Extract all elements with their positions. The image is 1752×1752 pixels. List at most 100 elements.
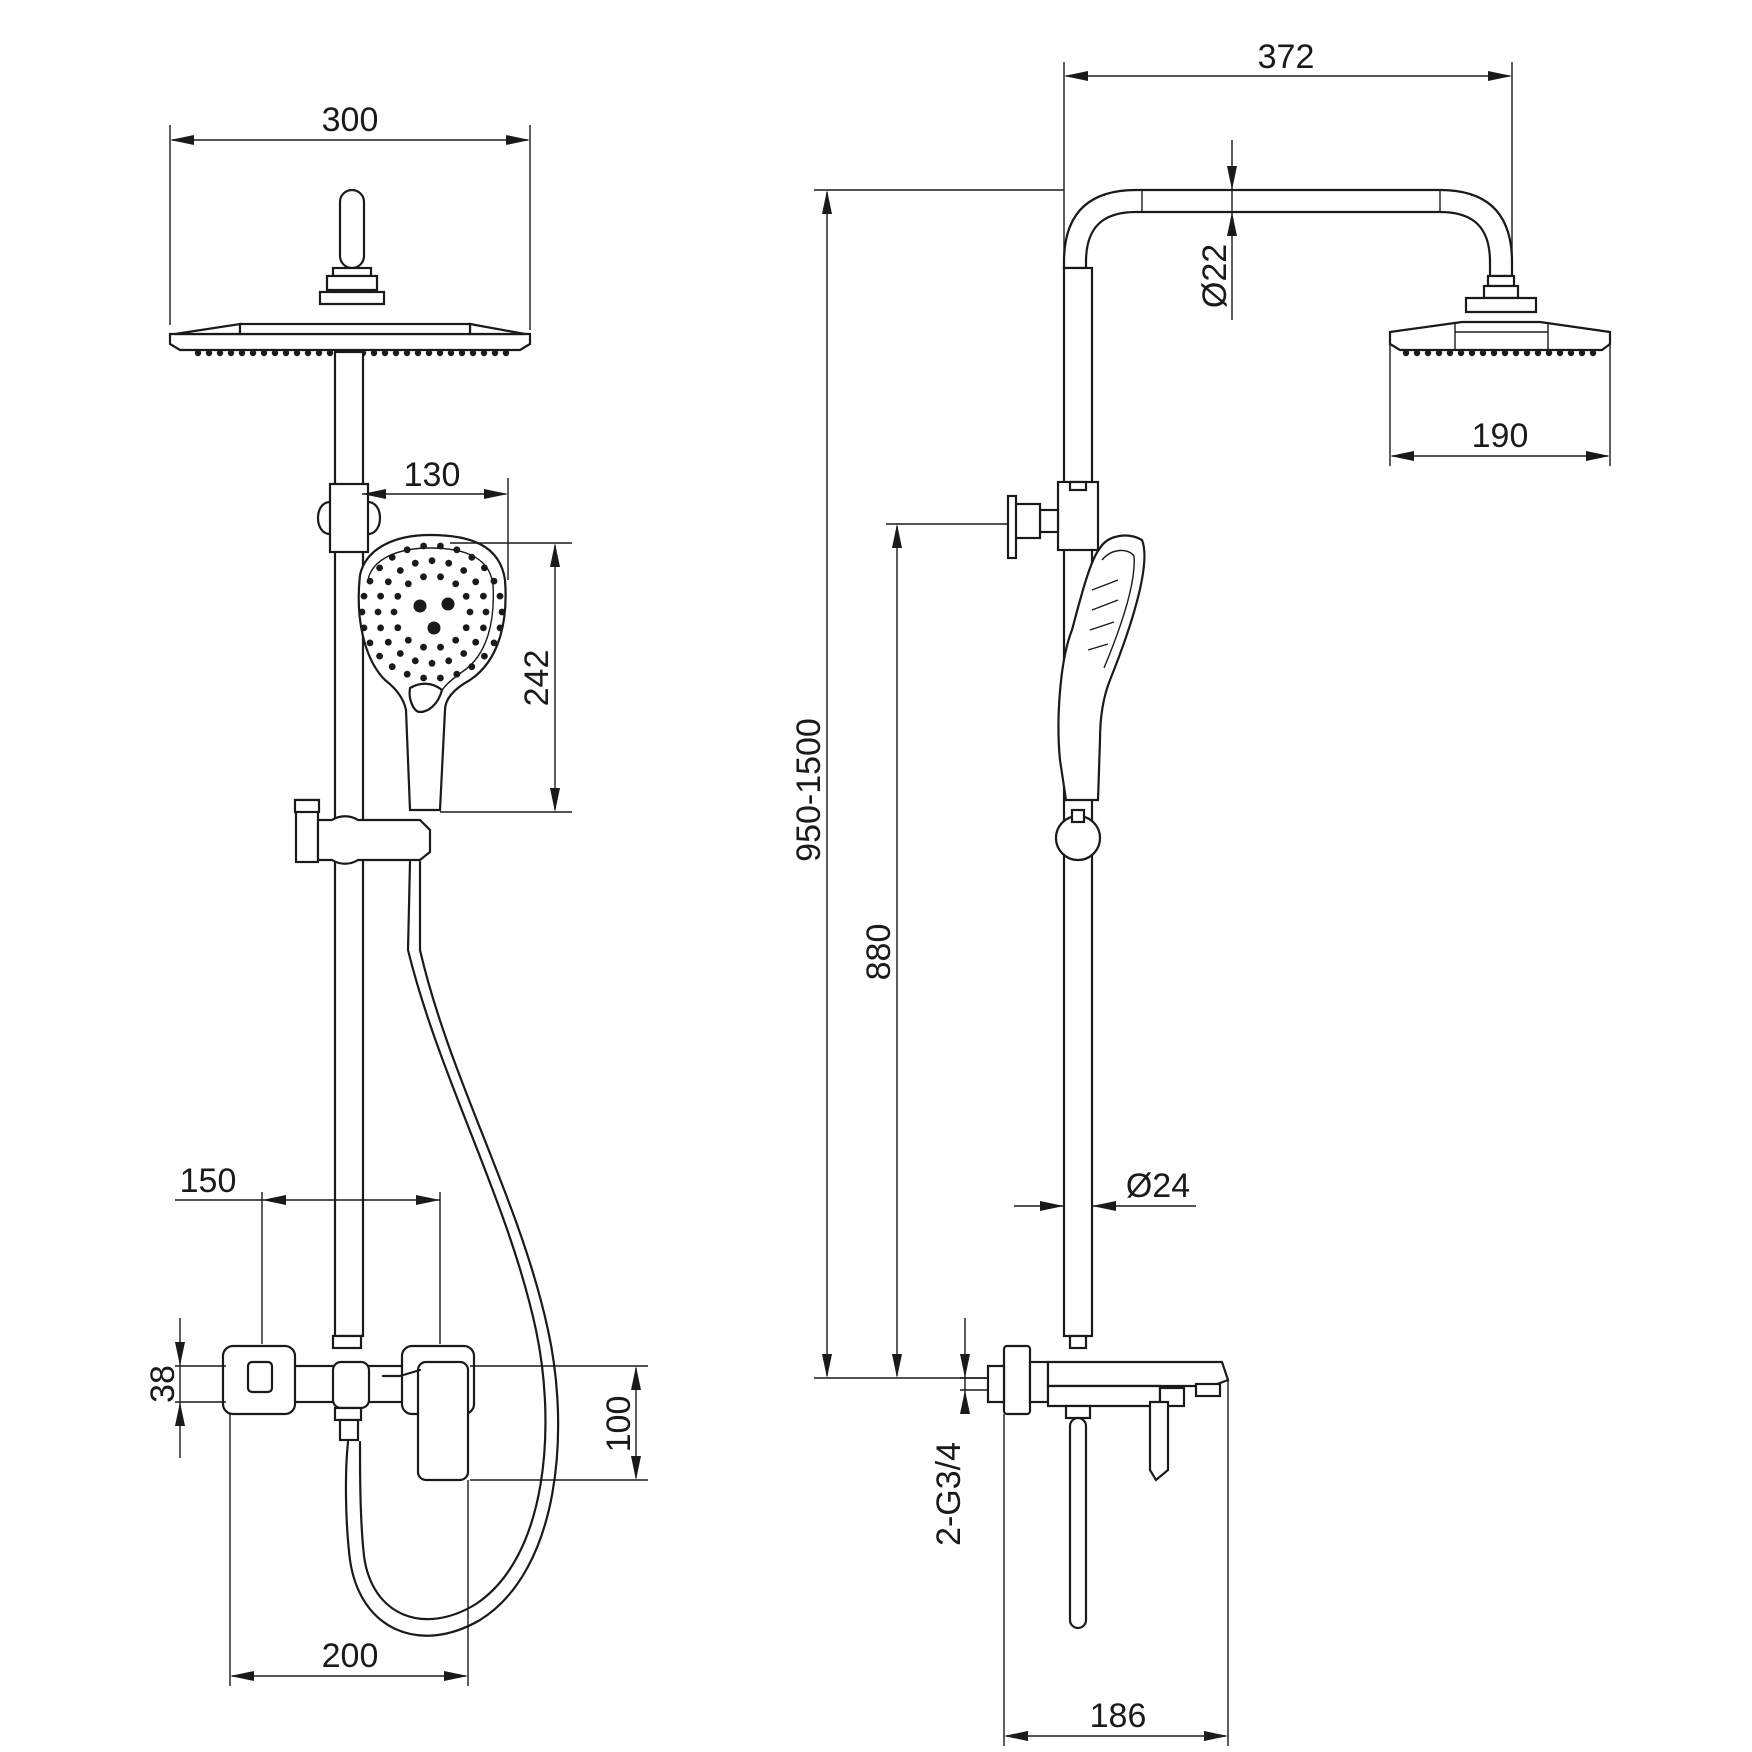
nozzle-dot	[1545, 349, 1553, 357]
dim-side-arm-reach: 372	[1258, 38, 1315, 76]
nozzle-dot	[1578, 349, 1586, 357]
nozzle-dot	[420, 542, 427, 550]
nozzle-dot	[490, 639, 498, 647]
dim-rail-diameter: Ø24	[1126, 1167, 1190, 1205]
nozzle-dot	[452, 580, 460, 588]
nozzle-dot	[466, 608, 474, 616]
nozzle-dot	[326, 349, 334, 357]
nozzle-dot	[388, 663, 396, 671]
nozzle-dot	[453, 546, 461, 554]
nozzle-dot	[360, 592, 368, 600]
nozzle-dot	[502, 349, 510, 357]
dim-inlet-thread: 2-G3/4	[930, 1442, 968, 1546]
dim-side-head-width: 190	[1472, 417, 1529, 455]
nozzle-dot	[403, 546, 411, 554]
nozzle-dot	[390, 608, 398, 616]
front-upper-bracket	[316, 482, 382, 554]
nozzle-dot	[481, 564, 488, 572]
nozzle-dot	[194, 349, 202, 357]
nozzle-dot	[482, 608, 490, 616]
nozzle-dot	[315, 349, 323, 357]
nozzle-dot	[249, 349, 257, 357]
nozzle-dot	[1523, 349, 1531, 357]
side-view	[986, 188, 1612, 1630]
nozzle-dot	[293, 349, 301, 357]
nozzle-dot	[491, 349, 499, 357]
side-shower-head	[1388, 274, 1612, 357]
nozzle-dot	[1556, 349, 1564, 357]
nozzle-dot	[376, 652, 383, 660]
nozzle-dot	[1435, 349, 1443, 357]
side-head-nozzle-row	[1402, 349, 1597, 357]
hand-shower-nozzle-grid	[358, 542, 506, 682]
nozzle-dot	[1479, 349, 1487, 357]
nozzle-dot	[420, 674, 427, 682]
nozzle-dot	[468, 553, 476, 561]
front-view	[168, 188, 560, 1637]
nozzle-dot	[1402, 349, 1410, 357]
nozzle-dot	[1501, 349, 1509, 357]
dim-hand-shower-length: 242	[518, 650, 556, 707]
nozzle-dot	[260, 349, 268, 357]
dim-mixer-depth: 186	[1090, 1697, 1147, 1735]
nozzle-dot	[403, 670, 411, 678]
nozzle-dot	[304, 349, 312, 357]
side-dimensions: 372 Ø22 190 950-1500 880 Ø24	[790, 38, 1611, 1746]
nozzle-dot	[420, 573, 427, 581]
nozzle-dot	[437, 573, 444, 581]
nozzle-dot	[1424, 349, 1432, 357]
nozzle-dot	[413, 599, 427, 613]
nozzle-dot	[427, 621, 441, 635]
nozzle-dot	[436, 349, 444, 357]
nozzle-dot	[472, 638, 480, 646]
dim-total-height-range: 950-1500	[790, 718, 828, 862]
nozzle-dot	[445, 657, 453, 665]
front-hose	[344, 860, 560, 1637]
nozzle-dot	[396, 567, 404, 574]
nozzle-dot	[441, 597, 455, 611]
nozzle-dot	[216, 349, 224, 357]
side-wall-bracket	[1006, 480, 1100, 560]
nozzle-dot	[376, 564, 383, 572]
nozzle-dot	[472, 578, 480, 586]
nozzle-dot	[452, 636, 460, 644]
dim-slider-height: 880	[860, 924, 898, 981]
nozzle-dot	[205, 349, 213, 357]
nozzle-dot	[468, 663, 476, 671]
nozzle-dot	[496, 624, 504, 632]
nozzle-dot	[1589, 349, 1597, 357]
nozzle-dot	[394, 592, 402, 600]
nozzle-dot	[447, 349, 455, 357]
nozzle-dot	[425, 349, 433, 357]
nozzle-dot	[490, 577, 498, 585]
nozzle-dot	[377, 592, 384, 600]
nozzle-dot	[462, 592, 470, 600]
side-holder-knob	[1054, 808, 1102, 862]
nozzle-dot	[480, 592, 487, 600]
nozzle-dot	[1413, 349, 1421, 357]
nozzle-dot	[462, 624, 470, 632]
nozzle-dot	[377, 624, 384, 632]
nozzle-dot	[480, 349, 488, 357]
side-mixer	[986, 1334, 1230, 1630]
nozzle-dot	[403, 349, 411, 357]
nozzle-dot	[1490, 349, 1498, 357]
nozzle-dot	[411, 657, 419, 665]
side-slide-rail	[1062, 266, 1094, 1338]
nozzle-dot	[271, 349, 279, 357]
dim-hose-outlet-width: 200	[322, 1637, 379, 1675]
nozzle-dot	[366, 639, 374, 647]
nozzle-dot	[480, 624, 487, 632]
nozzle-dot	[388, 553, 396, 561]
nozzle-dot	[411, 559, 419, 567]
front-overhead-shower-head	[168, 188, 532, 357]
nozzle-dot	[458, 349, 466, 357]
front-holder-bracket	[293, 798, 432, 865]
nozzle-dot	[227, 349, 235, 357]
front-hand-shower	[357, 533, 507, 812]
nozzle-dot	[445, 559, 453, 567]
nozzle-dot	[392, 349, 400, 357]
nozzle-dot	[396, 650, 404, 657]
side-shower-arm	[1062, 188, 1514, 278]
